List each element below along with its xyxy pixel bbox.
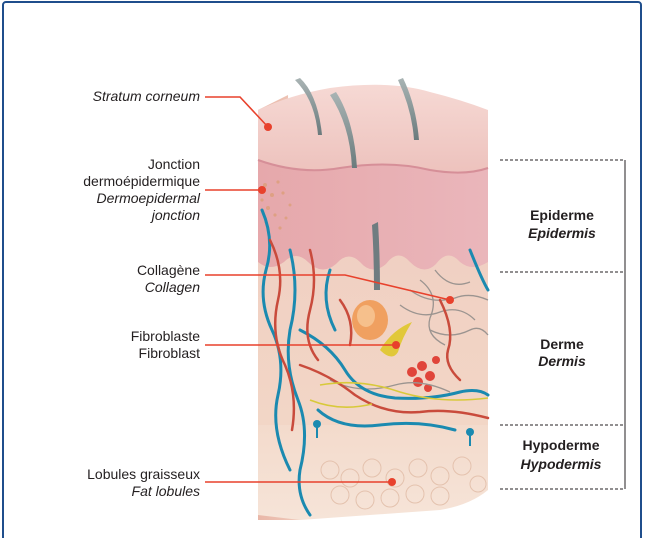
label-fibroblast: Fibroblast (20, 345, 200, 362)
label-jonction-en-line1: Dermoepidermal (20, 190, 200, 207)
layer-label-hypoderme: Hypoderme (497, 437, 625, 454)
label-jonction-fr-line2: dermoépidermique (20, 173, 200, 190)
epidermis-layer (258, 160, 488, 270)
layer-label-hypodermis: Hypodermis (497, 456, 625, 473)
layer-label-epidermis: Epidermis (503, 225, 621, 242)
hair-follicle (352, 300, 388, 340)
label-jonction-fr-line1: Jonction (20, 156, 200, 173)
stratum-corneum-surface (258, 85, 488, 173)
layer-label-epiderme: Epiderme (503, 207, 621, 224)
label-jonction-en-line2: jonction (20, 207, 200, 224)
layer-label-dermis: Dermis (503, 353, 621, 370)
label-lobules-graisseux: Lobules graisseux (20, 466, 200, 483)
label-collagene: Collagène (20, 262, 200, 279)
label-fibroblaste: Fibroblaste (20, 328, 200, 345)
label-stratum-corneum: Stratum corneum (20, 88, 200, 105)
label-fat-lobules: Fat lobules (20, 483, 200, 500)
layer-label-derme: Derme (503, 336, 621, 353)
label-collagen: Collagen (20, 279, 200, 296)
